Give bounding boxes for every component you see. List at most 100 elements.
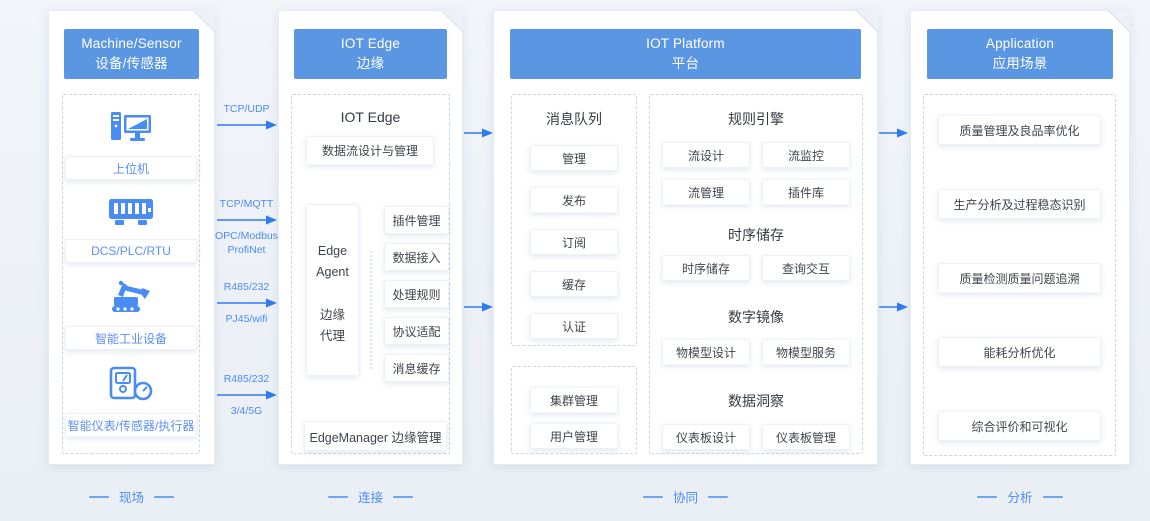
edge-module: 处理规则 [384,280,449,308]
platform-services-group: 规则引擎 流设计 流监控 流管理 插件库 时序储存 时序储存 查询交互 数字镜像… [649,94,863,454]
edge-module-list: 插件管理 数据接入 处理规则 协议适配 消息缓存 [384,206,449,391]
protocol-label: TCP/MQTT [219,198,274,210]
arrow-right-icon [216,120,277,130]
link-tcp-mqtt: TCP/MQTT OPC/Modbus ProfiNet [215,197,278,257]
group-title: 数字镜像 [728,309,784,325]
edge-flow-box: 数据流设计与管理 [306,136,434,165]
mq-item: 认证 [530,313,618,339]
panel-iot-platform: IOT Platform 平台 消息队列 管理 发布 订阅 缓存 认证 集群管理… [493,10,878,465]
plc-icon [109,199,153,225]
folded-corner-icon [193,10,215,32]
panel-title-zh: 设备/传感器 [95,56,168,71]
admin-item: 集群管理 [530,387,618,413]
service-row: 流设计 流监控 [650,142,862,168]
arrow-right-icon [879,302,908,312]
device-group: DCS/PLC/RTU [63,196,199,263]
arrow-right-icon [464,302,493,312]
edge-module: 数据接入 [384,243,449,271]
dash-line [977,495,998,498]
group-title: 消息队列 [546,111,602,127]
service-item: 流设计 [662,142,750,168]
panel-title-en: IOT Edge [340,36,401,52]
panel-header-application: Application 应用场景 [927,29,1113,79]
message-queue-group: 消息队列 管理 发布 订阅 缓存 认证 [511,94,637,346]
scenario-item: 质量管理及良品率优化 [938,115,1101,145]
group-title: 时序储存 [728,227,784,243]
admin-item: 用户管理 [530,423,618,449]
service-item: 仪表板设计 [662,424,750,450]
service-item: 时序储存 [662,255,750,281]
panel-title-zh: 边缘 [356,56,385,71]
device-group: 智能仪表/传感器/执行器 [63,366,199,437]
arrow-right-icon [216,298,277,308]
scenario-item: 质量检测质量问题追溯 [938,263,1101,293]
scenario-item: 生产分析及过程稳态识别 [938,189,1101,219]
panel-title-zh: 应用场景 [992,56,1048,71]
edge-module: 插件管理 [384,206,449,234]
service-row: 仪表板设计 仪表板管理 [650,424,862,450]
protocol-label: ProfiNet [227,244,266,256]
mq-item: 缓存 [530,271,618,297]
dash-line [642,495,663,498]
panel-title-en: Machine/Sensor [81,36,182,52]
folded-corner-icon [441,10,463,32]
group-title: 规则引擎 [728,111,784,127]
panel-header-iot-platform: IOT Platform 平台 [510,29,861,79]
protocol-label: R485/232 [223,373,270,385]
service-item: 流监控 [762,142,850,168]
edge-module: 消息缓存 [384,354,449,382]
excavator-icon [112,280,150,312]
dash-line [154,495,174,498]
edge-agent-box: Edge Agent 边缘 代理 [306,204,359,376]
arrow-right-icon [216,390,277,400]
device-label: DCS/PLC/RTU [65,239,197,263]
gauge-icon [109,366,153,401]
protocol-label: TCP/UDP [223,103,270,115]
computer-icon [111,112,151,141]
arrow-right-icon [216,215,277,225]
agent-line: Edge [317,244,348,258]
stage-label-text: 现场 [118,491,144,505]
device-list: 上位机 DCS/PLC/RTU [62,94,200,454]
panel-iot-edge: IOT Edge 边缘 IOT Edge 数据流设计与管理 Edge Agent… [278,10,463,465]
service-item: 插件库 [762,179,850,205]
service-row: 物模型设计 物模型服务 [650,339,862,365]
device-group: 智能工业设备 [63,279,199,350]
folded-corner-icon [856,10,878,32]
device-label: 智能仪表/传感器/执行器 [65,413,197,437]
protocol-label: R485/232 [223,281,270,293]
service-item: 物模型服务 [762,339,850,365]
scenario-item: 能耗分析优化 [938,337,1101,367]
stage-label-text: 分析 [1007,491,1033,505]
arrow-right-icon [464,128,493,138]
service-row: 流管理 插件库 [650,179,862,205]
dash-line [88,495,109,498]
edge-section-title: IOT Edge [340,109,401,125]
dash-line [708,495,728,498]
panel-title-zh: 平台 [671,56,700,71]
group-title: 数据洞察 [728,393,784,409]
mq-item: 管理 [530,145,618,171]
scenario-item: 综合评价和可视化 [938,411,1101,441]
device-label: 上位机 [65,156,197,180]
service-item: 流管理 [662,179,750,205]
service-item: 查询交互 [762,255,850,281]
admin-group: 集群管理 用户管理 [511,366,637,454]
arrow-right-icon [879,128,908,138]
service-item: 仪表板管理 [762,424,850,450]
panel-title-en: IOT Platform [646,36,725,52]
agent-line: 代理 [319,329,345,343]
link-r485-232-cell: R485/232 3/4/5G [215,372,278,418]
protocol-label: OPC/Modbus [214,230,279,242]
mq-item: 发布 [530,187,618,213]
scenario-list: 质量管理及良品率优化 生产分析及过程稳态识别 质量检测质量问题追溯 能耗分析优化… [923,94,1116,456]
link-r485-232: R485/232 PJ45/wifi [215,280,278,326]
stage-label-collaborate: 协同 [493,487,878,506]
stage-label-text: 协同 [672,491,698,505]
dash-line [393,495,413,498]
protocol-label: PJ45/wifi [225,313,268,325]
agent-line: 边缘 [319,308,345,322]
panel-header-iot-edge: IOT Edge 边缘 [294,29,447,79]
panel-application: Application 应用场景 质量管理及良品率优化 生产分析及过程稳态识别 … [910,10,1130,465]
